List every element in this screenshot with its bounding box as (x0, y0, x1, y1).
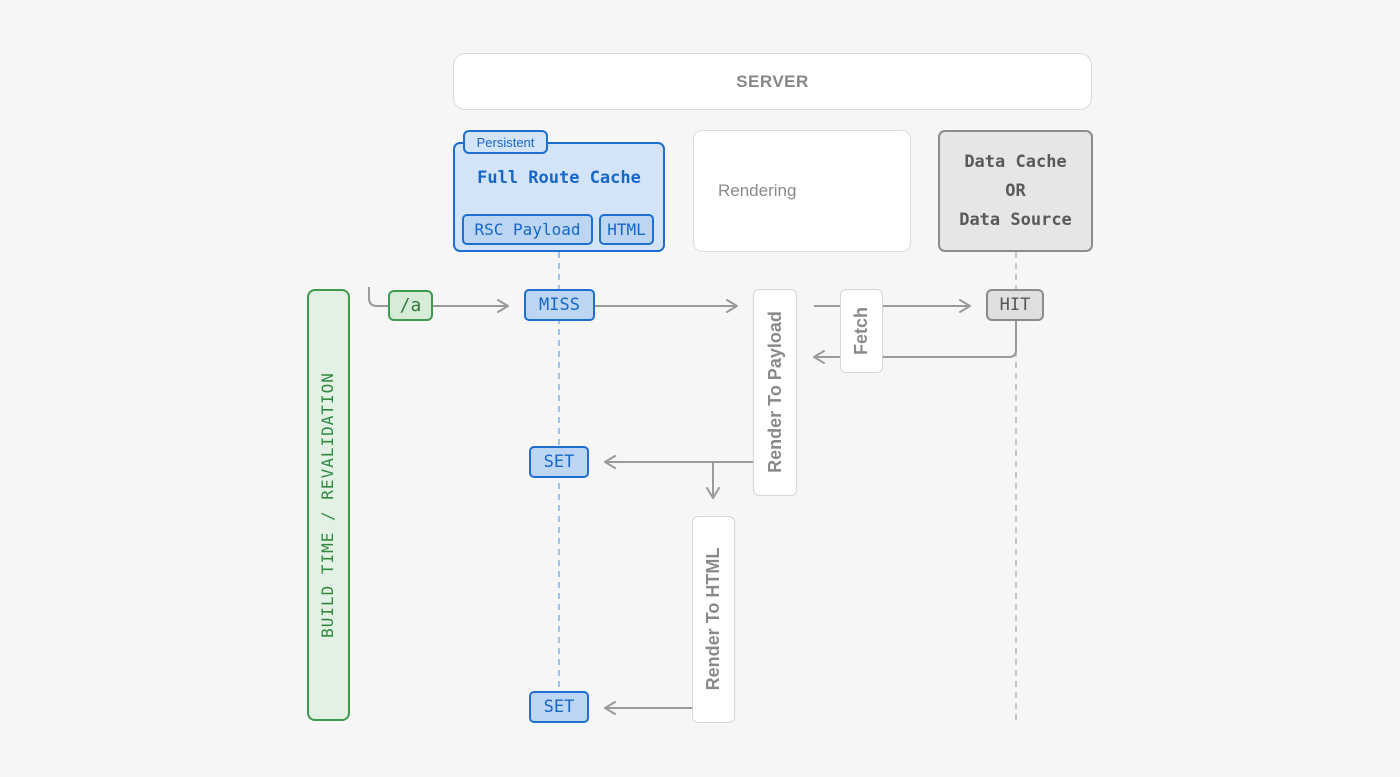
set-chip-html: SET (529, 691, 589, 723)
full-route-cache-title: Full Route Cache (477, 168, 641, 188)
server-header: SERVER (453, 53, 1092, 110)
build-time-bar (307, 289, 350, 721)
rsc-payload-chip: RSC Payload (462, 214, 593, 245)
data-source-line: Data Source (959, 209, 1072, 230)
rendering-box: Rendering (693, 130, 911, 252)
render-to-html-label: Render To HTML (703, 547, 723, 691)
set-chip-payload: SET (529, 446, 589, 478)
rendering-label: Rendering (718, 181, 797, 200)
fetch-box (840, 289, 883, 373)
render-to-html-box (692, 516, 735, 723)
miss-chip: MISS (524, 289, 595, 321)
hit-return-line (883, 321, 1017, 358)
build-time-label: BUILD TIME / REVALIDATION (318, 372, 337, 638)
html-chip: HTML (599, 214, 654, 245)
data-cache-box: Data Cache OR Data Source (938, 130, 1093, 252)
hit-chip: HIT (986, 289, 1044, 321)
route-chip: /a (388, 290, 433, 321)
render-to-payload-box (753, 289, 797, 496)
render-to-payload-label: Render To Payload (765, 311, 785, 473)
full-route-cache-box: Full Route Cache RSC Payload HTML (453, 142, 665, 252)
persistent-badge: Persistent (463, 130, 548, 154)
fetch-label: Fetch (851, 307, 871, 356)
data-cache-line: Data Cache (964, 151, 1067, 172)
data-cache-or-line: OR (1005, 180, 1026, 201)
request-entry-line (368, 287, 388, 307)
server-label: SERVER (736, 71, 809, 91)
